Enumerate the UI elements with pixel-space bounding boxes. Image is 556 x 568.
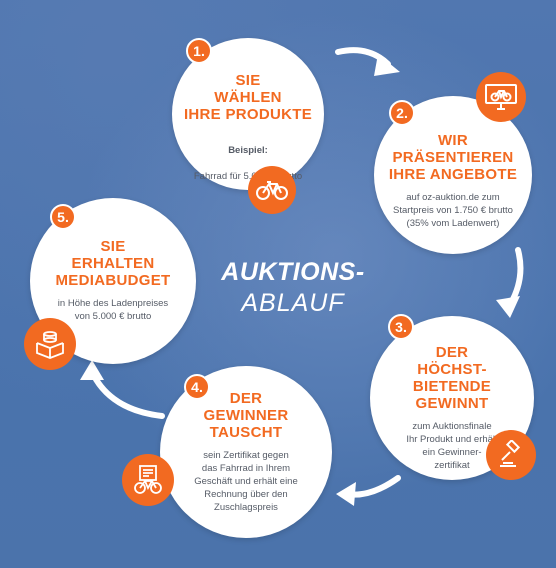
step-1-badge: 1. (186, 38, 212, 64)
step-5-description: in Höhe des Ladenpreises von 5.000 € bru… (57, 298, 169, 322)
step-3-badge: 3. (388, 314, 414, 340)
arrow-2-3-head (496, 296, 520, 318)
step-5-title: SIE ERHALTEN MEDIABUDGET (55, 238, 171, 289)
step-1-title: SIE WÄHLEN IHRE PRODUKTE (183, 72, 313, 123)
step-1-description: Beispiel: Fahrrad für 5.000 € brutto (172, 131, 324, 183)
step-1-desc-bold: Beispiel: (228, 145, 268, 156)
step-2-circle: WIR PRÄSENTIEREN IHRE ANGEBOTE auf oz-au… (374, 96, 532, 254)
diagram-title: AUKTIONS- ABLAUF (208, 258, 378, 318)
arrow-1-2-head (374, 54, 400, 76)
arrow-3-4-head (336, 482, 356, 506)
bicycle-icon (248, 166, 296, 214)
step-2-title: WIR PRÄSENTIEREN IHRE ANGEBOTE (388, 132, 518, 183)
step-4-title: DER GEWINNER TAUSCHT (203, 390, 289, 441)
money-box-icon (24, 318, 76, 370)
step-2-description: auf oz-auktion.de zum Startpreis von 1.7… (393, 192, 513, 229)
certificate-bicycle-icon (122, 454, 174, 506)
step-3-description: zum Auktionsfinale Ihr Produkt und erhäl… (406, 421, 498, 471)
gavel-icon (486, 430, 536, 480)
step-4-description: sein Zertifikat gegen das Fahrrad in Ihr… (194, 450, 298, 513)
step-2-badge: 2. (389, 100, 415, 126)
title-line-1: AUKTIONS- (221, 258, 365, 286)
title-line-2: ABLAUF (241, 289, 345, 317)
step-5-badge: 5. (50, 204, 76, 230)
monitor-bicycle-icon (476, 72, 526, 122)
step-4-badge: 4. (184, 374, 210, 400)
step-3-title: DER HÖCHST- BIETENDE GEWINNT (412, 344, 492, 412)
arrow-4-5-head (80, 360, 104, 380)
